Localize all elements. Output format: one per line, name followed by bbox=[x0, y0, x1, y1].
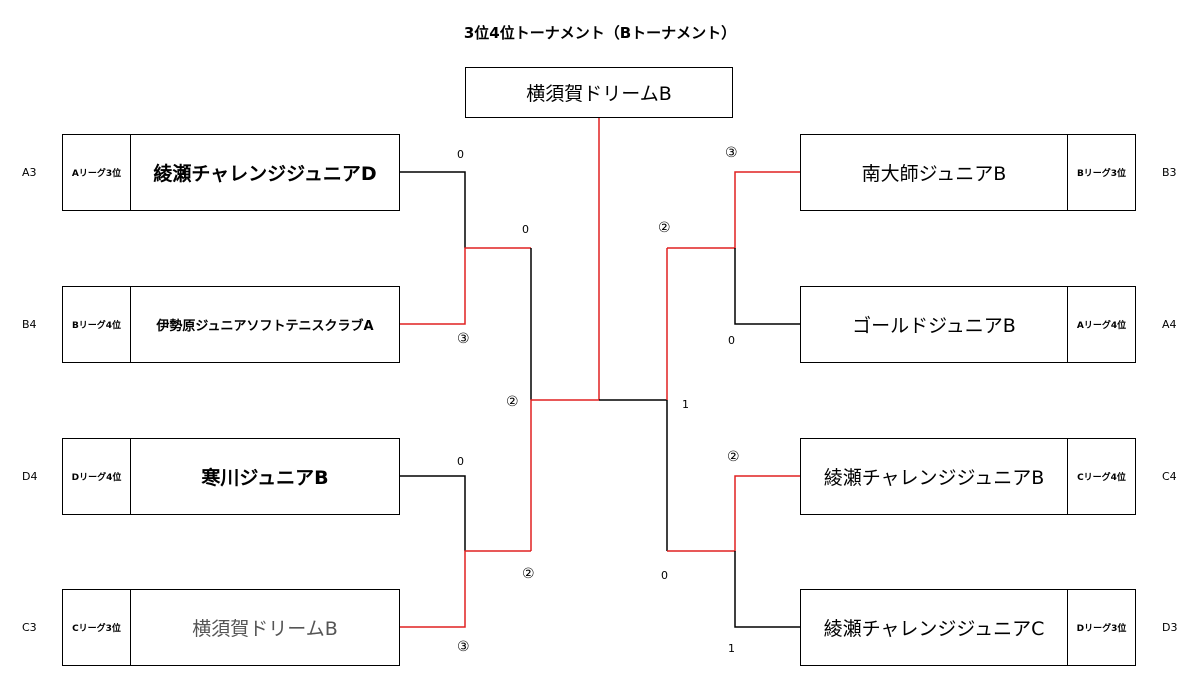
score-label: ③ bbox=[457, 331, 470, 347]
score-label: ③ bbox=[725, 145, 738, 161]
league-label: Bリーグ3位 bbox=[1067, 135, 1135, 210]
team-name: 綾瀬チャレンジジュニアD bbox=[153, 163, 377, 185]
league-label: Aリーグ4位 bbox=[1067, 287, 1135, 362]
score-label: ② bbox=[727, 449, 740, 465]
score-label: ② bbox=[658, 220, 671, 236]
seed-label: B4 bbox=[22, 318, 37, 331]
score-label: 0 bbox=[457, 455, 464, 468]
line-r2-top bbox=[667, 475, 801, 552]
line-l2-top bbox=[399, 475, 466, 551]
score-label: 0 bbox=[728, 334, 735, 347]
league-label: Dリーグ4位 bbox=[63, 439, 131, 514]
team-box-left-4: Cリーグ3位 横須賀ドリームB bbox=[62, 589, 400, 666]
score-label: 0 bbox=[661, 569, 668, 582]
team-name: 綾瀬チャレンジジュニアB bbox=[823, 467, 1045, 489]
score-label: 1 bbox=[682, 398, 689, 411]
seed-label: B3 bbox=[1162, 166, 1177, 179]
team-box-right-4: 綾瀬チャレンジジュニアC Dリーグ3位 bbox=[800, 589, 1136, 666]
score-label: 0 bbox=[457, 148, 464, 161]
page-title: 3位4位トーナメント（Bトーナメント） bbox=[463, 24, 737, 42]
league-label: Dリーグ3位 bbox=[1067, 590, 1135, 665]
team-name: 横須賀ドリームB bbox=[192, 618, 338, 640]
league-label: Cリーグ4位 bbox=[1067, 439, 1135, 514]
team-name: 伊勢原ジュニアソフトテニスクラブA bbox=[156, 319, 374, 334]
line-l1-top bbox=[399, 171, 466, 248]
champion-box: 横須賀ドリームB bbox=[465, 67, 733, 118]
line-r1-bot bbox=[734, 248, 801, 325]
line-l1-bot bbox=[399, 247, 531, 325]
line-lsf-bot bbox=[530, 399, 599, 551]
league-label: Cリーグ3位 bbox=[63, 590, 131, 665]
team-box-left-1: Aリーグ3位 綾瀬チャレンジジュニアD bbox=[62, 134, 400, 211]
score-label: 0 bbox=[522, 223, 529, 236]
league-label: Aリーグ3位 bbox=[63, 135, 131, 210]
team-name: ゴールドジュニアB bbox=[852, 315, 1016, 337]
seed-label: D3 bbox=[1162, 621, 1178, 634]
score-label: 1 bbox=[728, 642, 735, 655]
team-box-left-2: Bリーグ4位 伊勢原ジュニアソフトテニスクラブA bbox=[62, 286, 400, 363]
seed-label: A4 bbox=[1162, 318, 1177, 331]
score-label: ② bbox=[506, 394, 519, 410]
team-box-right-1: 南大師ジュニアB Bリーグ3位 bbox=[800, 134, 1136, 211]
team-name: 綾瀬チャレンジジュニアC bbox=[823, 618, 1045, 640]
seed-label: D4 bbox=[22, 470, 38, 483]
team-box-right-3: 綾瀬チャレンジジュニアB Cリーグ4位 bbox=[800, 438, 1136, 515]
score-label: ③ bbox=[457, 639, 470, 655]
team-name: 南大師ジュニアB bbox=[861, 163, 1007, 185]
league-label: Bリーグ4位 bbox=[63, 287, 131, 362]
team-name: 寒川ジュニアB bbox=[201, 467, 329, 489]
line-r2-bot bbox=[734, 551, 801, 628]
score-label: ② bbox=[522, 566, 535, 582]
line-l2-bot bbox=[399, 550, 531, 628]
line-r1-top bbox=[667, 171, 801, 249]
seed-label: C3 bbox=[22, 621, 37, 634]
team-box-left-3: Dリーグ4位 寒川ジュニアB bbox=[62, 438, 400, 515]
seed-label: A3 bbox=[22, 166, 37, 179]
seed-label: C4 bbox=[1162, 470, 1177, 483]
team-box-right-2: ゴールドジュニアB Aリーグ4位 bbox=[800, 286, 1136, 363]
